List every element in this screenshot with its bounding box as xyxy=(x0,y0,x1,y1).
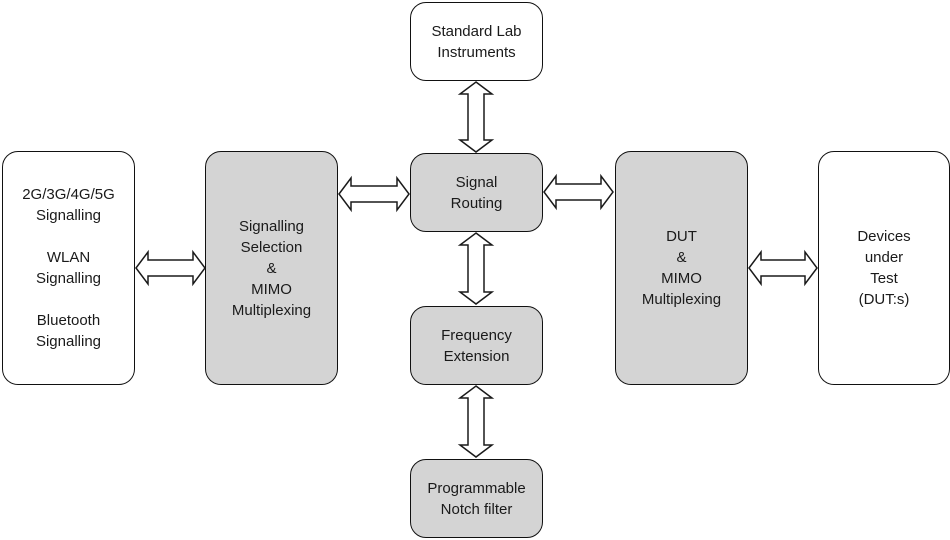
notch-filter-line-2: Notch filter xyxy=(440,500,513,518)
bluetooth-signalling-label: Signalling xyxy=(35,333,102,350)
cellular-signalling-title: 2G/3G/4G/5G xyxy=(22,186,115,203)
frequency-extension-box: Frequency Extension xyxy=(410,306,543,385)
dut-mimo-line-1: DUT xyxy=(666,228,697,245)
signalling-selection-line-5: Multiplexing xyxy=(231,301,312,319)
signal-routing-box: Signal Routing xyxy=(410,153,543,232)
standard-lab-instruments-box: Standard Lab Instruments xyxy=(410,2,543,81)
cellular-signalling-label: Signalling xyxy=(35,207,102,224)
arrow-routing-dut-mimo xyxy=(543,173,614,211)
devices-line-3: Test xyxy=(870,270,898,287)
devices-line-1: Devices xyxy=(857,228,911,245)
devices-line-2: under xyxy=(864,249,904,266)
standard-lab-line-2: Instruments xyxy=(437,43,516,61)
arrow-signalling-types-selection xyxy=(135,249,206,287)
dut-mimo-multiplexing-box: DUT & MIMO Multiplexing xyxy=(615,151,748,385)
devices-under-test-box: Devices under Test (DUT:s) xyxy=(818,151,950,385)
arrow-frequency-notch xyxy=(457,385,495,458)
arrow-selection-routing xyxy=(338,175,410,213)
arrow-lab-routing xyxy=(457,81,495,153)
signal-routing-line-2: Routing xyxy=(450,194,503,212)
arrow-dut-mimo-devices xyxy=(748,249,818,287)
frequency-extension-line-2: Extension xyxy=(443,347,510,365)
signalling-types-box: 2G/3G/4G/5G Signalling WLAN Signalling B… xyxy=(2,151,135,385)
frequency-extension-line-1: Frequency xyxy=(441,326,512,344)
signalling-selection-line-2: Selection xyxy=(240,238,303,256)
signal-routing-line-1: Signal xyxy=(455,173,498,191)
dut-mimo-line-4: Multiplexing xyxy=(641,291,722,308)
signalling-selection-line-3: & xyxy=(266,259,277,277)
standard-lab-line-1: Standard Lab xyxy=(431,22,522,40)
wlan-signalling-label: Signalling xyxy=(35,270,102,287)
dut-mimo-line-2: & xyxy=(676,249,687,266)
signalling-selection-line-1: Signalling xyxy=(238,217,305,235)
wlan-signalling-title: WLAN xyxy=(46,249,91,266)
bluetooth-signalling-title: Bluetooth xyxy=(36,312,101,329)
arrow-routing-frequency xyxy=(457,232,495,305)
dut-mimo-line-3: MIMO xyxy=(661,270,702,287)
notch-filter-line-1: Programmable xyxy=(427,479,526,497)
signalling-selection-line-4: MIMO xyxy=(251,280,292,298)
signalling-selection-mimo-box: Signalling Selection & MIMO Multiplexing xyxy=(205,151,338,385)
notch-filter-box: Programmable Notch filter xyxy=(410,459,543,538)
devices-line-4: (DUT:s) xyxy=(858,291,910,308)
